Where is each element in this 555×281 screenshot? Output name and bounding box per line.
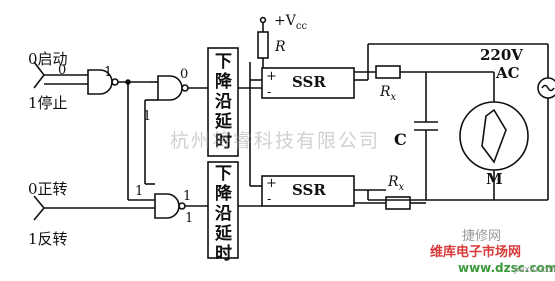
gate-3: [154, 193, 180, 219]
ssr-2-label: SSR: [292, 181, 326, 199]
capacitor-label: C: [394, 130, 407, 149]
ac-source: [537, 77, 555, 99]
resistor-rx-2: [385, 196, 411, 210]
ssr-1-plus: +: [266, 69, 277, 84]
ssr-2-minus: -: [267, 192, 272, 207]
gate-2: [157, 75, 183, 101]
resistor-r: [257, 31, 269, 59]
gate-2-bubble: [181, 84, 189, 92]
start-stop-label-top: 0启动: [28, 50, 68, 68]
delay-block-1-label: 下降沿延时: [215, 52, 232, 152]
fwd-rev-connector: [33, 195, 46, 221]
ssr-1-label: SSR: [292, 73, 326, 91]
start-stop-label-bottom: 1停止: [28, 94, 68, 112]
level-gate2-output: 0: [180, 67, 189, 82]
ac-voltage-label: 220V: [480, 46, 523, 64]
site-watermark-cn: 维库电子市场网: [430, 245, 522, 260]
level-gate3-output: 1: [185, 211, 194, 226]
gate-1-bubble: [111, 78, 119, 86]
delay-block-2-label: 下降沿延时: [215, 164, 232, 264]
level-gate2-lower-input: 1: [143, 109, 152, 124]
level-gate3-input-1: 1: [135, 184, 144, 199]
rx-1-label: Rx: [380, 84, 397, 103]
vcc-label: +Vcc: [274, 13, 308, 32]
level-gate1-output: 1: [104, 65, 113, 80]
resistor-rx-1: [375, 65, 401, 79]
rx-2-label: Rx: [388, 174, 405, 193]
ssr-1: [261, 67, 355, 99]
motor-label: M: [486, 170, 503, 188]
ac-type-label: AC: [496, 64, 520, 82]
level-gate3-input-2: 1: [183, 189, 192, 204]
company-watermark: 杭州将睿科技有限公司: [170, 130, 381, 152]
corner-logo-watermark: 捷修网: [462, 229, 502, 244]
site-watermark-url: www.dzsc.com: [458, 261, 555, 275]
delay-block-1: [207, 47, 239, 157]
ssr-1-minus: -: [267, 85, 272, 100]
corner-url-watermark: jiexiu.com: [514, 265, 555, 275]
fwd-rev-label-bottom: 1反转: [28, 230, 68, 248]
fwd-rev-label-top: 0正转: [28, 180, 68, 198]
delay-block-2: [207, 161, 239, 259]
resistor-r-label: R: [275, 39, 286, 55]
ssr-2-plus: +: [266, 176, 277, 191]
ssr-2: [261, 175, 355, 207]
level-gate1-input: 0: [58, 63, 67, 78]
